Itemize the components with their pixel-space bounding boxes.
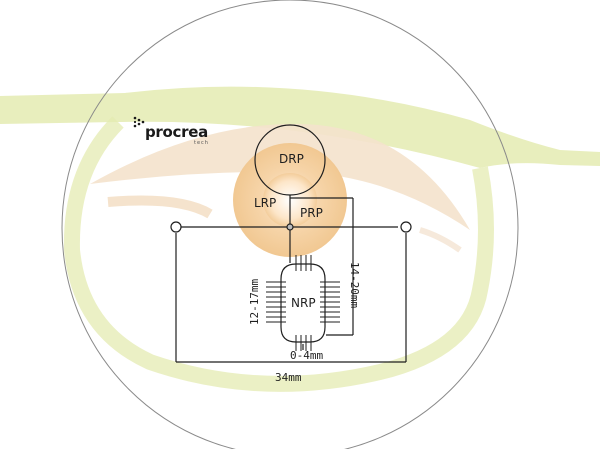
prism-reference-point — [286, 223, 294, 231]
nrp-label: NRP — [291, 296, 316, 310]
nrp-chip — [266, 255, 340, 351]
lens-outline — [61, 0, 519, 449]
brand-subtitle: tech — [194, 140, 209, 146]
procrea-logo-mark-icon — [133, 116, 145, 128]
lrp-label: LRP — [254, 196, 277, 210]
left-reference-marker — [170, 221, 182, 233]
drp-label: DRP — [279, 152, 304, 166]
right-reference-marker — [400, 221, 412, 233]
vertical-height-label: 14-20mm — [348, 261, 362, 309]
total-width-label: 34mm — [275, 371, 302, 384]
brand-name: procrea — [145, 123, 208, 141]
prp-label: PRP — [300, 206, 323, 220]
near-width-label: 12-17mm — [248, 278, 262, 326]
fitting-lines — [175, 195, 407, 363]
procrea-tech-logo: procrea tech — [133, 116, 223, 146]
inset-label: 0-4mm — [290, 349, 324, 362]
